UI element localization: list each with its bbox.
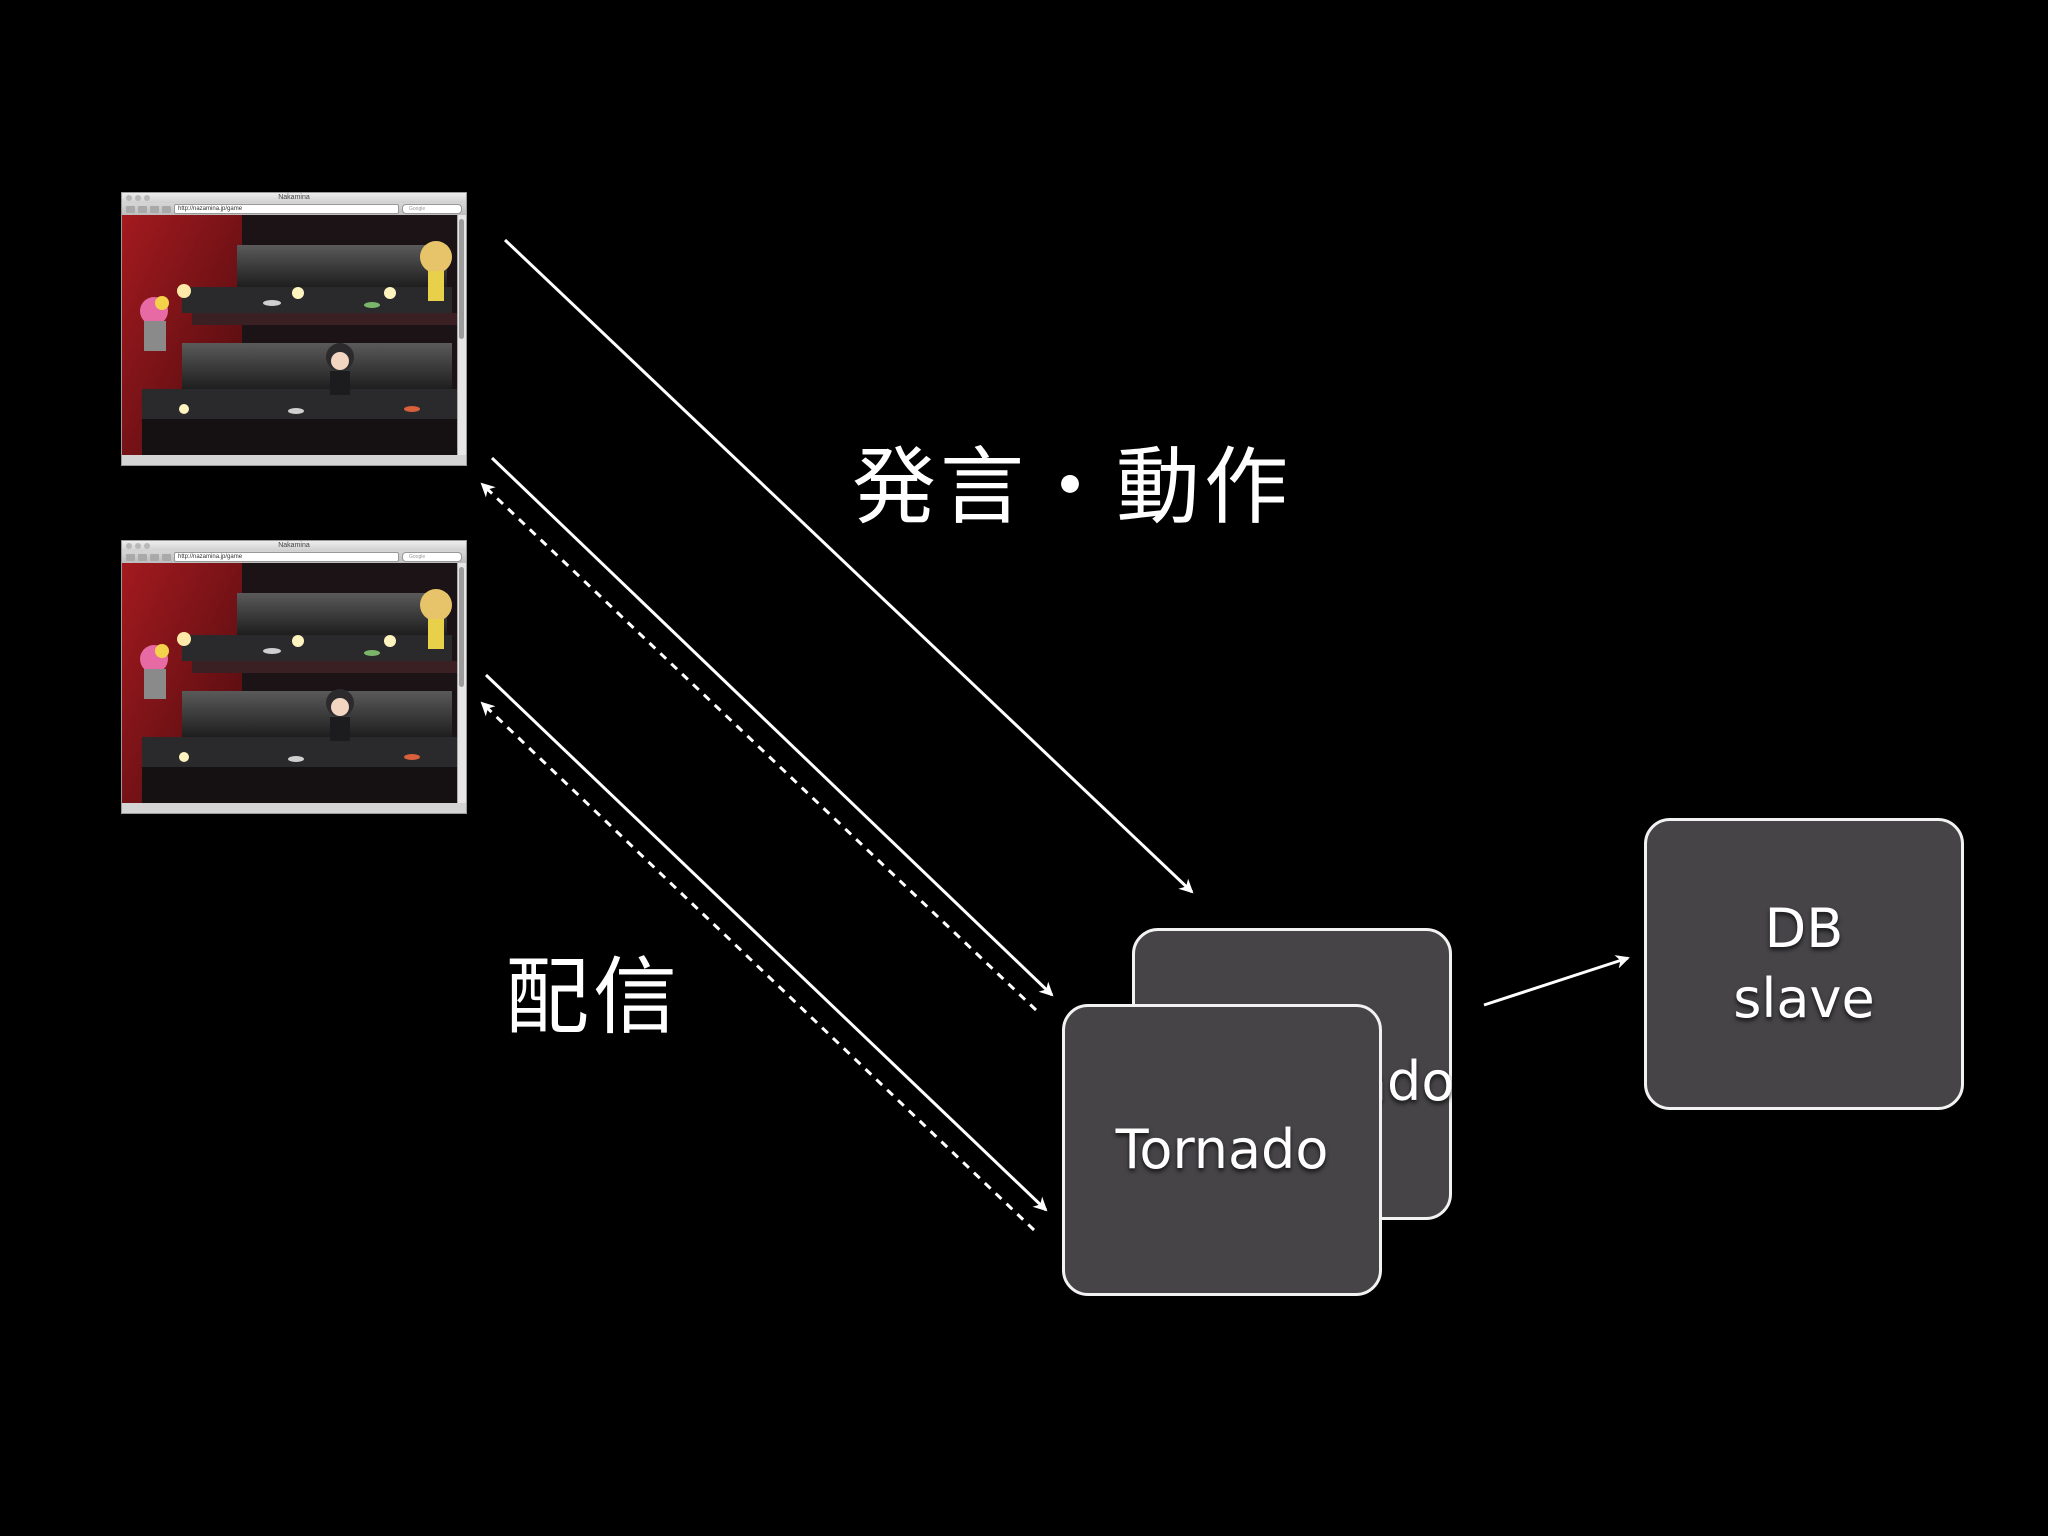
db-arrow xyxy=(1483,955,1630,1007)
send-arrow xyxy=(503,238,1194,894)
reload-icon xyxy=(150,205,159,213)
back-icon xyxy=(126,205,135,213)
broadcast-label: 配信 xyxy=(505,948,682,1046)
reload-icon xyxy=(150,553,159,561)
scrollbar xyxy=(457,215,466,457)
forward-icon xyxy=(138,553,147,561)
browser-screenshot-2: Nakamina http://nazamina.jp/game Google xyxy=(121,540,467,814)
db-sublabel: slave xyxy=(1733,967,1875,1030)
broadcast-arrow-1 xyxy=(480,482,1038,1012)
tornado-server-front: Tornado xyxy=(1062,1004,1382,1296)
search-field: Google xyxy=(402,552,462,562)
address-bar: http://nazamina.jp/game xyxy=(174,552,399,562)
browser-titlebar: Nakamina xyxy=(122,193,466,203)
broadcast-arrow-2 xyxy=(480,701,1036,1232)
request-arrow-1 xyxy=(490,456,1054,997)
browser-statusbar xyxy=(122,803,466,813)
browser-title: Nakamina xyxy=(278,542,310,549)
browser-toolbar: http://nazamina.jp/game Google xyxy=(122,551,466,563)
db-label: DB xyxy=(1764,897,1844,960)
forward-icon xyxy=(138,205,147,213)
home-icon xyxy=(162,553,171,561)
browser-titlebar: Nakamina xyxy=(122,541,466,551)
browser-toolbar: http://nazamina.jp/game Google xyxy=(122,203,466,215)
tornado-label: Tornado xyxy=(1115,1118,1329,1181)
send-label: 発言・動作 xyxy=(852,438,1293,536)
search-field: Google xyxy=(402,204,462,214)
browser-title: Nakamina xyxy=(278,194,310,201)
window-controls xyxy=(126,543,150,549)
game-scene xyxy=(122,563,458,805)
scrollbar xyxy=(457,563,466,805)
browser-statusbar xyxy=(122,455,466,465)
address-bar: http://nazamina.jp/game xyxy=(174,204,399,214)
db-slave: DB slave xyxy=(1644,818,1964,1110)
window-controls xyxy=(126,195,150,201)
browser-screenshot-1: Nakamina http://nazamina.jp/game Google xyxy=(121,192,467,466)
home-icon xyxy=(162,205,171,213)
back-icon xyxy=(126,553,135,561)
game-scene xyxy=(122,215,458,457)
request-arrow-2 xyxy=(484,673,1048,1212)
